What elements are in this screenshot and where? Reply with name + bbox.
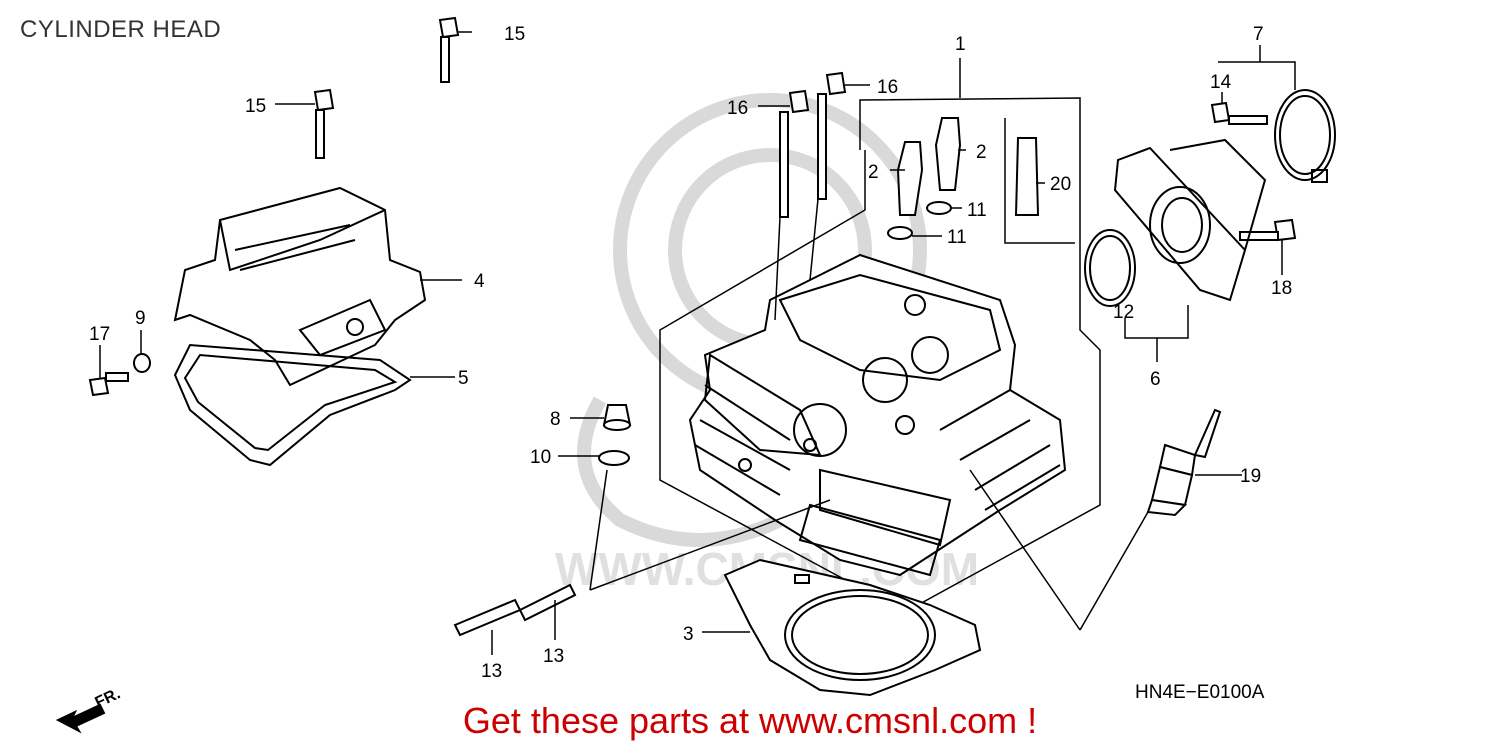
leader-lines: [99, 31, 1296, 655]
callout-labels: 1 2 2 3 4 5 6 7 8 9 10 11 11 12 13 13 14…: [89, 24, 1292, 682]
callout-16b: 16: [877, 77, 898, 98]
callout-14: 14: [1210, 72, 1232, 93]
callout-12: 12: [1113, 302, 1134, 323]
cylinder-head-cover: [173, 186, 427, 387]
callout-6: 6: [1150, 369, 1161, 390]
callout-8: 8: [550, 409, 561, 430]
callout-2a: 2: [868, 162, 879, 183]
callout-19: 19: [1240, 466, 1261, 487]
front-arrow-icon: [55, 703, 106, 734]
head-cover-gasket: [173, 343, 412, 467]
callout-13a: 13: [481, 661, 502, 682]
callout-11b: 11: [947, 227, 967, 248]
callout-13b: 13: [543, 646, 564, 667]
cylinder-gasket: [723, 558, 982, 697]
promo-link[interactable]: Get these parts at www.cmsnl.com !: [462, 700, 1038, 741]
callout-15b: 15: [245, 96, 266, 117]
callout-2b: 2: [976, 142, 987, 163]
callout-18: 18: [1271, 278, 1292, 299]
insulator-band: [1274, 89, 1336, 183]
assembly-outline: [659, 58, 1101, 613]
stud-bolts: [453, 583, 577, 637]
bolts: [88, 16, 1297, 397]
callout-9: 9: [135, 308, 146, 329]
callout-16a: 16: [727, 98, 748, 119]
valve-guides: [887, 117, 1040, 240]
callout-5: 5: [458, 368, 469, 389]
callout-17: 17: [89, 324, 110, 345]
callout-10: 10: [530, 447, 551, 468]
callout-3: 3: [683, 624, 694, 645]
diagram-title: CYLINDER HEAD: [20, 16, 222, 43]
guide-bracket: [1004, 118, 1075, 244]
callout-20: 20: [1050, 174, 1071, 195]
callout-7: 7: [1253, 24, 1264, 45]
nuts-and-washers: [133, 353, 632, 466]
cylinder-head: [688, 253, 1067, 577]
callout-11a: 11: [967, 200, 987, 221]
callout-1: 1: [955, 34, 966, 55]
diagram-code: HN4E−E0100A: [1135, 682, 1265, 703]
callout-4: 4: [474, 271, 485, 292]
callout-15a: 15: [504, 24, 525, 45]
spark-plug: [1146, 408, 1222, 517]
carburetor-insulator: [1084, 138, 1267, 307]
